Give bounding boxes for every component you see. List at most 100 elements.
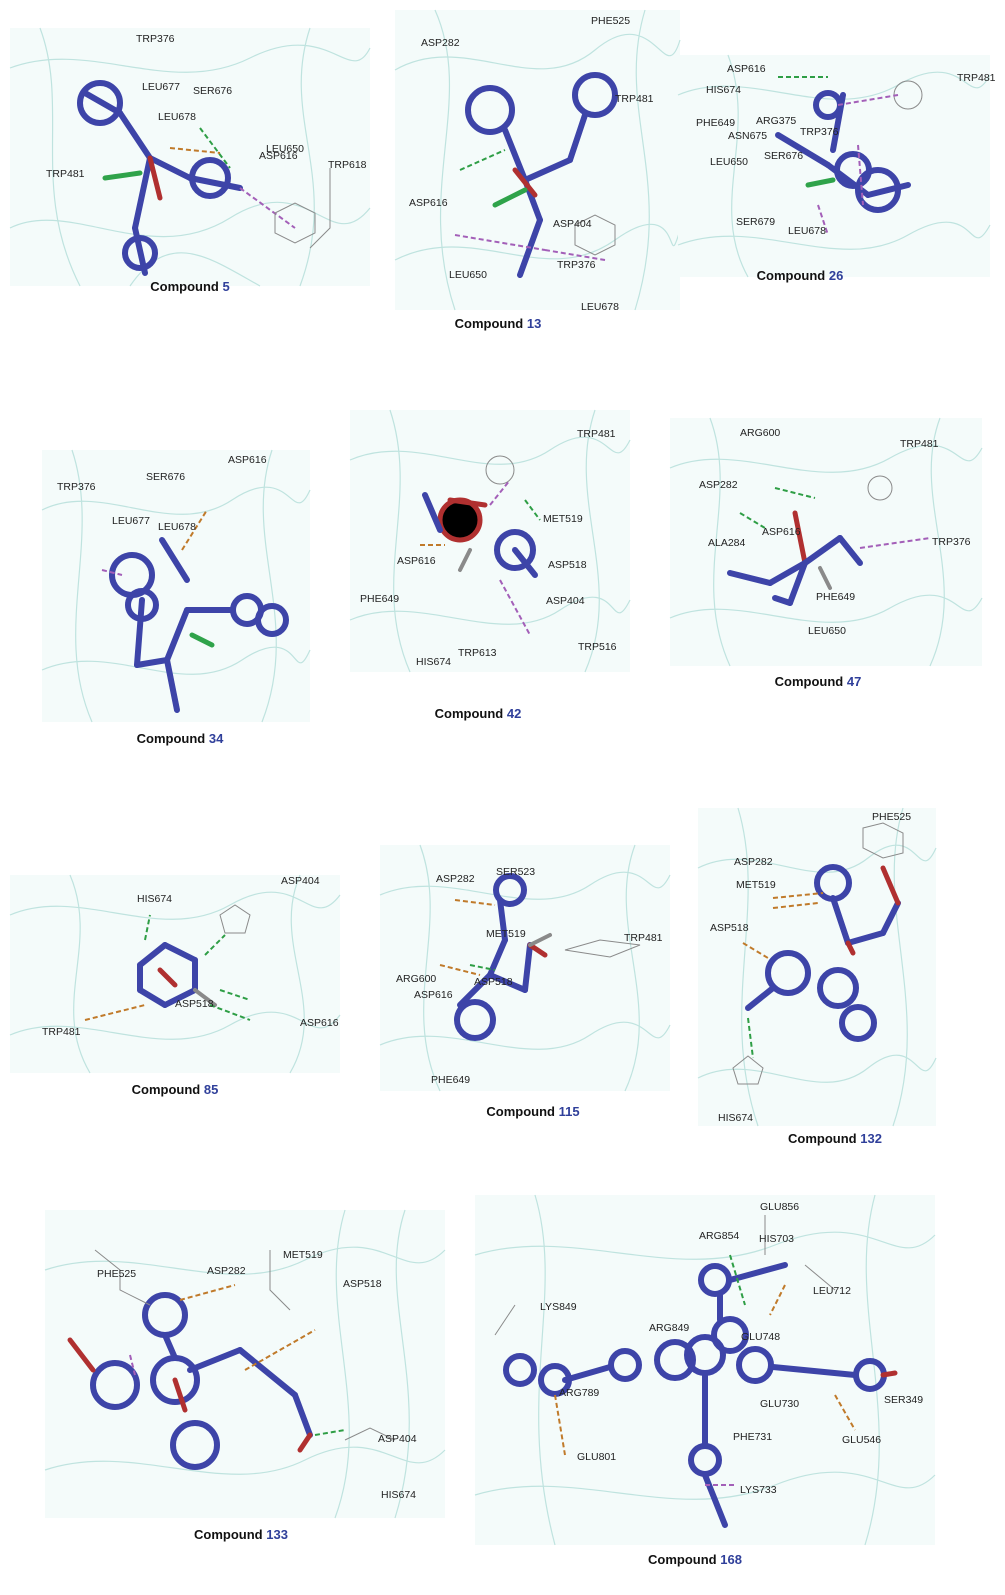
residue-label: MET519 xyxy=(283,1249,323,1261)
caption-prefix: Compound xyxy=(648,1552,717,1567)
residue-label: HIS674 xyxy=(718,1112,753,1124)
residue-label: ASP616 xyxy=(762,526,801,538)
residue-label: GLU856 xyxy=(760,1201,799,1213)
docking-view-compound-34: ASP616 SER676 TRP376 LEU677 LEU678 xyxy=(41,449,311,723)
residue-label: LYS733 xyxy=(740,1484,777,1496)
docking-view-compound-168: GLU856 ARG854 HIS703 LEU712 LYS849 ARG84… xyxy=(474,1194,936,1546)
residue-label: LEU678 xyxy=(581,301,619,313)
caption-prefix: Compound xyxy=(774,674,844,689)
residue-label: SER679 xyxy=(736,216,775,228)
docking-view-compound-47: ARG600 TRP481 ASP282 TRP376 ASP616 ALA28… xyxy=(669,417,983,667)
residue-label: HIS674 xyxy=(381,1489,416,1501)
caption-compound-85: Compound 85 xyxy=(115,1082,235,1097)
residue-label: LEU650 xyxy=(449,269,487,281)
compound-number: 5 xyxy=(222,279,230,294)
residue-label: ARG600 xyxy=(740,427,780,439)
panel-compound-85: HIS674 ASP404 ASP518 ASP616 TRP481 xyxy=(9,874,341,1074)
residue-label: ASP616 xyxy=(259,150,298,162)
caption-prefix: Compound xyxy=(486,1104,555,1119)
residue-label: LEU678 xyxy=(788,225,826,237)
caption-prefix: Compound xyxy=(788,1131,857,1146)
residue-label: LEU712 xyxy=(813,1285,851,1297)
caption-compound-115: Compound 115 xyxy=(470,1104,596,1119)
residue-label: ASP518 xyxy=(710,922,749,934)
caption-compound-42: Compound 42 xyxy=(418,706,538,721)
residue-label: ARG854 xyxy=(699,1230,739,1242)
panel-compound-5: TRP376 LEU677 SER676 LEU678 LEU650 ASP61… xyxy=(9,27,371,287)
residue-label: TRP376 xyxy=(932,536,971,548)
residue-label: GLU748 xyxy=(741,1331,780,1343)
residue-label: ASP616 xyxy=(414,989,453,1001)
residue-label: GLU801 xyxy=(577,1451,616,1463)
residue-label: ASN675 xyxy=(728,130,767,142)
residue-label: LEU650 xyxy=(266,143,304,155)
residue-label: ASP404 xyxy=(281,875,320,887)
residue-label: ASP616 xyxy=(727,63,766,75)
residue-label: TRP481 xyxy=(42,1026,81,1038)
residue-label: TRP481 xyxy=(624,932,663,944)
residue-label: PHE649 xyxy=(696,117,735,129)
residue-label: ASP282 xyxy=(699,479,738,491)
compound-number: 47 xyxy=(846,674,862,689)
panel-compound-34: ASP616 SER676 TRP376 LEU677 LEU678 xyxy=(41,449,311,723)
panel-compound-168: GLU856 ARG854 HIS703 LEU712 LYS849 ARG84… xyxy=(474,1194,936,1546)
docking-view-compound-13: PHE525 ASP282 TRP481 ASP616 ASP404 TRP37… xyxy=(394,9,681,313)
docking-view-compound-5: TRP376 LEU677 SER676 LEU678 LEU650 ASP61… xyxy=(9,27,371,287)
residue-label: LEU677 xyxy=(112,515,150,527)
compound-number: 168 xyxy=(720,1552,742,1567)
residue-label: TRP481 xyxy=(46,168,85,180)
compound-number: 85 xyxy=(203,1082,219,1097)
panel-compound-115: ASP282 SER523 MET519 TRP481 ARG600 ASP51… xyxy=(379,844,671,1092)
residue-label: LEU678 xyxy=(158,111,196,123)
residue-label: GLU730 xyxy=(760,1398,799,1410)
caption-prefix: Compound xyxy=(150,279,219,294)
residue-label: PHE649 xyxy=(816,591,855,603)
residue-label: TRP376 xyxy=(557,259,596,271)
caption-compound-34: Compound 34 xyxy=(120,731,240,746)
residue-label: ASP518 xyxy=(175,998,214,1010)
compound-number: 26 xyxy=(828,268,844,283)
compound-number: 115 xyxy=(558,1104,580,1119)
caption-prefix: Compound xyxy=(454,316,524,331)
caption-prefix: Compound xyxy=(756,268,826,283)
residue-label: SER676 xyxy=(146,471,185,483)
residue-label: LEU650 xyxy=(710,156,748,168)
residue-label: ARG849 xyxy=(649,1322,689,1334)
docking-view-compound-133: PHE525 ASP282 MET519 ASP518 ASP404 HIS67… xyxy=(44,1209,446,1519)
residue-label: ASP404 xyxy=(378,1433,417,1445)
caption-compound-133: Compound 133 xyxy=(178,1527,304,1542)
docking-view-compound-85: HIS674 ASP404 ASP518 ASP616 TRP481 xyxy=(9,874,341,1074)
residue-label: ASP404 xyxy=(553,218,592,230)
panel-compound-132: PHE525 ASP282 MET519 ASP518 HIS674 xyxy=(697,807,937,1127)
residue-label: MET519 xyxy=(736,879,776,891)
residue-label: ARG375 xyxy=(756,115,796,127)
residue-label: PHE525 xyxy=(591,15,630,27)
residue-label: ASP404 xyxy=(546,595,585,607)
residue-label: MET519 xyxy=(543,513,583,525)
residue-label: SER676 xyxy=(193,85,232,97)
docking-view-compound-26: ASP616 TRP481 HIS674 PHE649 ARG375 ASN67… xyxy=(677,54,996,278)
residue-label: TRP613 xyxy=(458,647,497,659)
residue-label: HIS674 xyxy=(706,84,741,96)
residue-label: PHE649 xyxy=(360,593,399,605)
residue-label: ASP518 xyxy=(343,1278,382,1290)
residue-label: PHE525 xyxy=(97,1268,136,1280)
residue-label: TRP516 xyxy=(578,641,617,653)
docking-view-compound-42: TRP481 MET519 ASP616 ASP518 PHE649 ASP40… xyxy=(349,409,631,673)
caption-compound-13: Compound 13 xyxy=(438,316,558,331)
compound-number: 132 xyxy=(860,1131,882,1146)
residue-label: TRP376 xyxy=(800,126,839,138)
residue-label: LYS849 xyxy=(540,1301,577,1313)
docking-view-compound-132: PHE525 ASP282 MET519 ASP518 HIS674 xyxy=(697,807,937,1127)
residue-label: PHE525 xyxy=(872,811,911,823)
caption-prefix: Compound xyxy=(434,706,504,721)
panel-compound-42: TRP481 MET519 ASP616 ASP518 PHE649 ASP40… xyxy=(349,409,631,673)
residue-label: PHE731 xyxy=(733,1431,772,1443)
residue-label: ASP518 xyxy=(474,976,513,988)
residue-label: TRP618 xyxy=(328,159,367,171)
residue-label: ARG789 xyxy=(559,1387,599,1399)
residue-label: SER349 xyxy=(884,1394,923,1406)
residue-label: LEU678 xyxy=(158,521,196,533)
residue-label: TRP481 xyxy=(615,93,654,105)
caption-prefix: Compound xyxy=(136,731,206,746)
